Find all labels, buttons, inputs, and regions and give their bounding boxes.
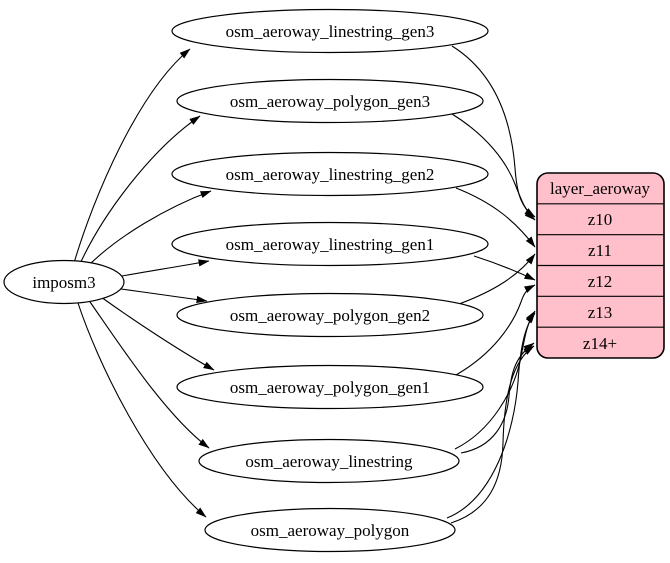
node-imposm3: imposm3 — [3, 259, 125, 305]
edge-osm-aeroway-polygon-to-z13 — [446, 312, 536, 519]
node-osm-aeroway-linestring-gen1-label: osm_aeroway_linestring_gen1 — [226, 235, 435, 254]
edge-imposm3-to-osm-aeroway-polygon — [76, 299, 207, 518]
node-osm-aeroway-linestring-gen3-shape — [171, 8, 489, 54]
edge-osm-aeroway-polygon-gen2-to-z11 — [458, 253, 536, 305]
edge-osm-aeroway-linestring-gen1-to-z12 — [473, 255, 536, 281]
node-osm-aeroway-linestring-gen1: osm_aeroway_linestring_gen1 — [171, 221, 489, 267]
node-imposm3-label: imposm3 — [32, 273, 95, 292]
edge-imposm3-to-osm-aeroway-polygon-gen1 — [100, 296, 215, 371]
node-osm-aeroway-polygon: osm_aeroway_polygon — [204, 507, 456, 553]
node-osm-aeroway-linestring-gen1-shape — [171, 221, 489, 267]
node-imposm3-shape — [3, 259, 125, 305]
zoom-row-z11: z11 — [588, 241, 612, 260]
edge-imposm3-to-osm-aeroway-linestring-gen2 — [84, 190, 212, 270]
edge-imposm3-to-osm-aeroway-linestring-gen3 — [73, 48, 191, 264]
node-osm-aeroway-polygon-gen1: osm_aeroway_polygon_gen1 — [176, 364, 484, 410]
edge-osm-aeroway-polygon-gen3-to-z10 — [451, 113, 536, 221]
layer-aeroway-title: layer_aeroway — [550, 179, 651, 198]
edge-imposm3-to-osm-aeroway-linestring — [87, 298, 210, 449]
edge-imposm3-to-osm-aeroway-polygon-gen3 — [78, 115, 201, 267]
node-osm-aeroway-polygon-label: osm_aeroway_polygon — [251, 521, 410, 540]
node-osm-aeroway-linestring-gen3: osm_aeroway_linestring_gen3 — [171, 8, 489, 54]
zoom-row-z13: z13 — [588, 303, 613, 322]
node-osm-aeroway-linestring-shape — [198, 438, 460, 484]
edge-imposm3-to-osm-aeroway-polygon-gen2 — [120, 288, 208, 304]
zoom-row-z12: z12 — [588, 272, 613, 291]
zoom-row-z14: z14+ — [583, 334, 617, 353]
node-osm-aeroway-polygon-gen3-shape — [176, 78, 484, 124]
node-osm-aeroway-polygon-shape — [204, 507, 456, 553]
node-osm-aeroway-polygon-gen2-label: osm_aeroway_polygon_gen2 — [230, 306, 430, 325]
edge-osm-aeroway-linestring-gen2-to-z11 — [455, 187, 536, 248]
node-osm-aeroway-linestring: osm_aeroway_linestring — [198, 438, 460, 484]
edge-imposm3-to-osm-aeroway-linestring-gen1 — [121, 259, 210, 277]
node-osm-aeroway-polygon-gen2-shape — [176, 292, 484, 338]
edge-osm-aeroway-linestring-to-z14 — [460, 342, 535, 454]
node-osm-aeroway-linestring-label: osm_aeroway_linestring — [245, 452, 413, 471]
node-osm-aeroway-linestring-gen2: osm_aeroway_linestring_gen2 — [171, 151, 489, 197]
node-osm-aeroway-polygon-gen1-shape — [176, 364, 484, 410]
node-osm-aeroway-polygon-gen3: osm_aeroway_polygon_gen3 — [176, 78, 484, 124]
node-osm-aeroway-polygon-gen2: osm_aeroway_polygon_gen2 — [176, 292, 484, 338]
zoom-row-z10: z10 — [588, 210, 613, 229]
node-layer-aeroway: layer_aeroway z10 z11 z12 z13 z14+ — [536, 172, 665, 359]
node-osm-aeroway-polygon-gen3-label: osm_aeroway_polygon_gen3 — [230, 92, 430, 111]
node-osm-aeroway-polygon-gen1-label: osm_aeroway_polygon_gen1 — [230, 378, 430, 397]
node-osm-aeroway-linestring-gen2-shape — [171, 151, 489, 197]
node-osm-aeroway-linestring-gen2-label: osm_aeroway_linestring_gen2 — [226, 165, 435, 184]
edge-osm-aeroway-polygon-to-z14 — [450, 345, 535, 524]
node-osm-aeroway-linestring-gen3-label: osm_aeroway_linestring_gen3 — [226, 22, 435, 41]
edge-osm-aeroway-polygon-gen1-to-z12 — [455, 284, 536, 376]
